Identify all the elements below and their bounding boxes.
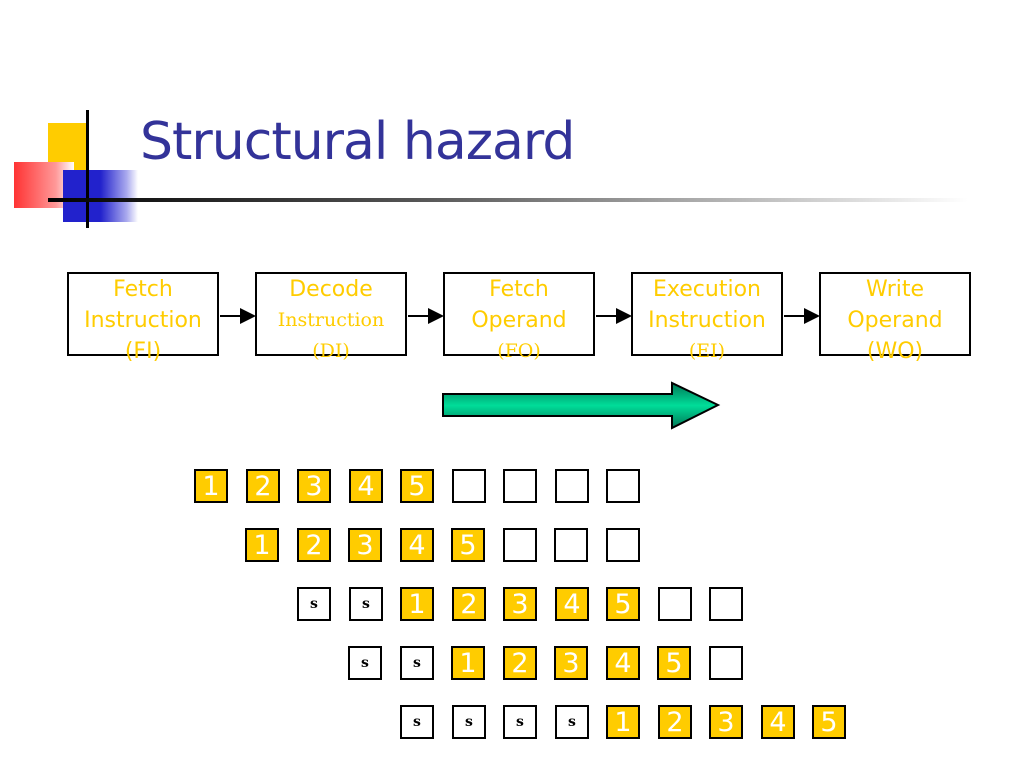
stage-step-cell: 4 xyxy=(400,528,434,562)
stage-label: (DI) xyxy=(312,340,350,362)
blue-square-decoration xyxy=(63,170,138,222)
stage-step-cell: 3 xyxy=(503,587,537,621)
stage-step-cell: 1 xyxy=(245,528,279,562)
stage-step-cell: 2 xyxy=(246,469,280,503)
flow-arrow xyxy=(442,381,721,430)
empty-cycle-cell xyxy=(606,528,640,562)
stall-cell: s xyxy=(400,705,434,739)
stage-step-cell: 5 xyxy=(606,587,640,621)
stage-step-cell: 2 xyxy=(452,587,486,621)
stage-step-cell: 5 xyxy=(400,469,434,503)
stage-step-cell: 4 xyxy=(761,705,795,739)
stage-step-cell: 2 xyxy=(658,705,692,739)
stage-step-cell: 2 xyxy=(503,646,537,680)
stage-label: Instruction xyxy=(648,308,766,333)
stage-label: Execution xyxy=(653,277,761,302)
stall-cell: s xyxy=(555,705,589,739)
stage-step-cell: 5 xyxy=(451,528,485,562)
stage-step-cell: 2 xyxy=(297,528,331,562)
stage-step-cell: 3 xyxy=(709,705,743,739)
stall-cell: s xyxy=(297,587,331,621)
page-title: Structural hazard xyxy=(140,112,575,172)
stall-cell: s xyxy=(348,646,382,680)
stage-label: Operand xyxy=(471,308,567,333)
stage-step-cell: 5 xyxy=(812,705,846,739)
empty-cycle-cell xyxy=(503,469,537,503)
stage-label: (EI) xyxy=(688,340,726,362)
stage-step-cell: 1 xyxy=(400,587,434,621)
stage-label: Instruction xyxy=(84,308,202,333)
stage-step-cell: 1 xyxy=(451,646,485,680)
stage-step-cell: 4 xyxy=(606,646,640,680)
stage-label: (WO) xyxy=(866,339,924,364)
stall-cell: s xyxy=(400,646,434,680)
stage-label: Instruction xyxy=(277,309,385,331)
stage-step-cell: 4 xyxy=(349,469,383,503)
stage-step-cell: 3 xyxy=(554,646,588,680)
empty-cycle-cell xyxy=(709,646,743,680)
stage-label: (FI) xyxy=(124,339,162,364)
empty-cycle-cell xyxy=(452,469,486,503)
empty-cycle-cell xyxy=(554,528,588,562)
stage-label: Decode xyxy=(289,277,373,302)
stage-label: (FO) xyxy=(497,340,541,362)
stage-label: Fetch xyxy=(113,277,173,302)
empty-cycle-cell xyxy=(555,469,589,503)
empty-cycle-cell xyxy=(503,528,537,562)
title-underline xyxy=(48,198,968,202)
empty-cycle-cell xyxy=(709,587,743,621)
stage-step-cell: 5 xyxy=(657,646,691,680)
stage-step-cell: 3 xyxy=(348,528,382,562)
empty-cycle-cell xyxy=(658,587,692,621)
stage-step-cell: 3 xyxy=(297,469,331,503)
stage-label: Write xyxy=(865,277,925,302)
stall-cell: s xyxy=(452,705,486,739)
stall-cell: s xyxy=(349,587,383,621)
stage-step-cell: 1 xyxy=(194,469,228,503)
stage-step-cell: 1 xyxy=(606,705,640,739)
vertical-line-decoration xyxy=(86,110,89,228)
empty-cycle-cell xyxy=(606,469,640,503)
stage-label: Fetch xyxy=(489,277,549,302)
stage-step-cell: 4 xyxy=(555,587,589,621)
stage-label: Operand xyxy=(847,308,943,333)
stall-cell: s xyxy=(503,705,537,739)
